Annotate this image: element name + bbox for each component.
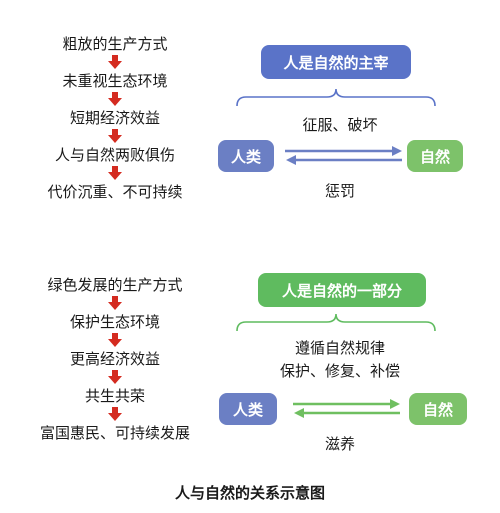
node-human: 人类 (219, 393, 277, 425)
flow-step-2: 保护生态环境 (69, 313, 160, 331)
figure-caption: 人与自然的关系示意图 (174, 484, 325, 502)
flow-step-1: 绿色发展的生产方式 (47, 276, 183, 294)
flow-step-4: 人与自然两败俱伤 (54, 146, 175, 164)
relation-follow-laws: 遵循自然规律 (294, 339, 385, 357)
flow-step-5: 代价沉重、不可持续 (47, 183, 183, 201)
node-human: 人类 (218, 140, 274, 172)
flow-step-3: 更高经济效益 (69, 350, 160, 368)
header-human-part-of-nature: 人是自然的一部分 (258, 273, 426, 307)
flow-step-5: 富国惠民、可持续发展 (39, 424, 190, 442)
relation-nourish: 滋养 (324, 435, 355, 453)
flow-step-4: 共生共荣 (84, 387, 145, 405)
flow-step-3: 短期经济效益 (69, 109, 160, 127)
flow-step-1: 粗放的生产方式 (62, 35, 168, 53)
header-human-master: 人是自然的主宰 (261, 45, 411, 79)
node-nature: 自然 (407, 140, 463, 172)
relation-conquer-destroy: 征服、破坏 (302, 116, 378, 134)
node-nature: 自然 (409, 393, 467, 425)
relation-protect-restore: 保护、修复、补偿 (279, 362, 400, 380)
relation-punish: 惩罚 (324, 182, 355, 200)
flow-step-2: 未重视生态环境 (62, 72, 168, 90)
